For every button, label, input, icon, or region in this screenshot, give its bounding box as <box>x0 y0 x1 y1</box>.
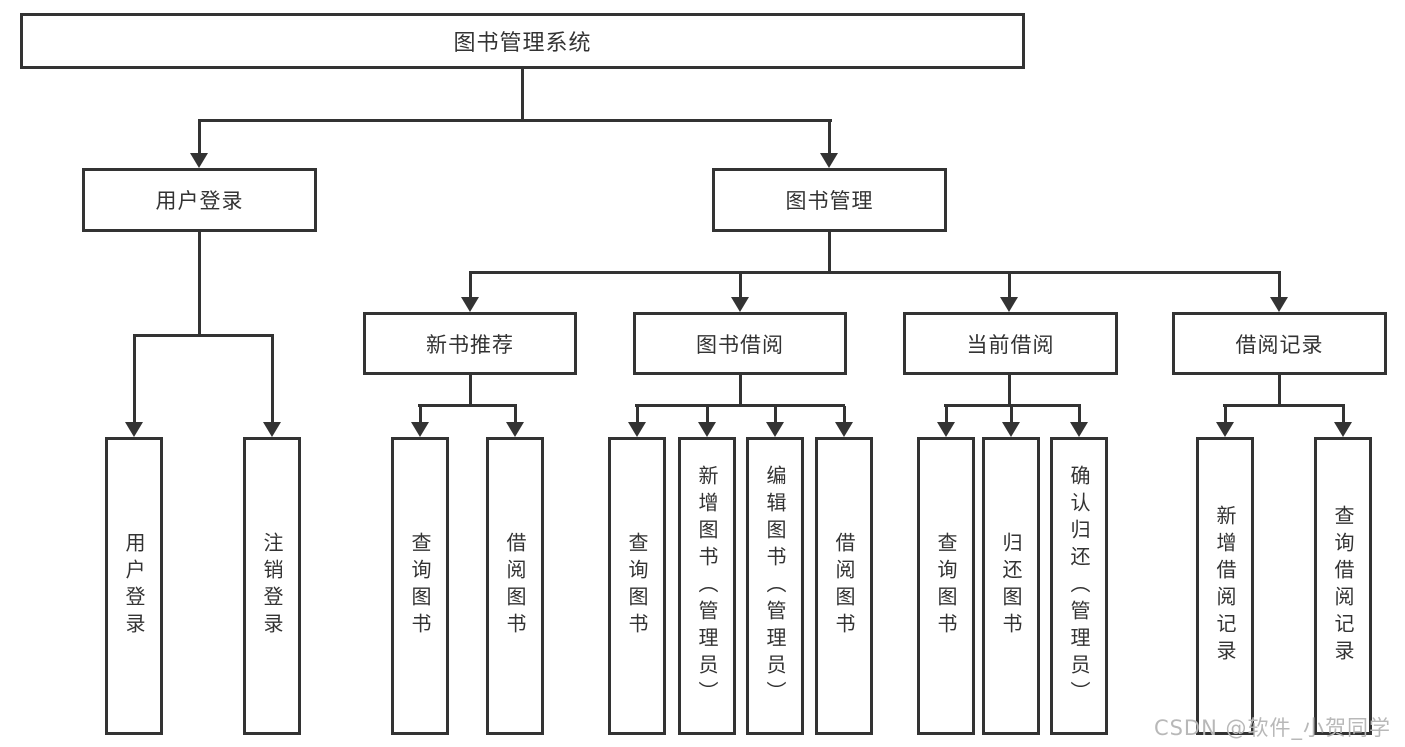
arrowhead-book-borrow-icon <box>731 297 749 312</box>
node-label: 当前借阅 <box>966 332 1055 357</box>
connector-borrow-record-horizontal <box>1223 404 1345 407</box>
arrowhead-icon <box>698 422 716 437</box>
leaf-label: 注销登录 <box>260 532 284 640</box>
leaf-borrow-books-borrowing: 借阅图书 <box>815 437 873 735</box>
leaf-label: 归还图书 <box>999 532 1023 640</box>
connector-arrow <box>1010 406 1013 423</box>
connector-arrow-leaf-login <box>133 336 136 423</box>
connector-arrow <box>1342 406 1345 423</box>
connector-arrow-book-borrow <box>739 273 742 298</box>
connector-book-mgmt-horizontal <box>469 271 1281 274</box>
connector-user-login-stub <box>198 232 201 336</box>
connector-arrow-leaf-logout <box>271 336 274 423</box>
leaf-label: 新增借阅记录 <box>1213 505 1237 667</box>
connector-arrow <box>514 406 517 423</box>
connector-borrow-record-stub <box>1278 375 1281 406</box>
node-label: 图书管理 <box>785 189 874 213</box>
connector-arrow <box>636 406 639 423</box>
arrowhead-new-book-icon <box>461 297 479 312</box>
arrowhead-icon <box>766 422 784 437</box>
arrowhead-current-borrow-icon <box>1000 297 1018 312</box>
node-label: 图书借阅 <box>696 332 784 357</box>
leaf-borrow-books-recommend: 借阅图书 <box>486 437 544 735</box>
connector-user-login-horizontal <box>133 334 274 337</box>
connector-book-mgmt-stub <box>828 232 831 273</box>
arrowhead-leaf-login-icon <box>125 422 143 437</box>
leaf-label: 查询图书 <box>625 532 649 640</box>
arrowhead-icon <box>835 422 853 437</box>
arrowhead-leaf-logout-icon <box>263 422 281 437</box>
connector-arrow-book-mgmt <box>828 120 831 154</box>
node-library-management-system: 图书管理系统 <box>20 13 1025 69</box>
node-label: 图书管理系统 <box>453 31 592 56</box>
connector-arrow <box>945 406 948 423</box>
leaf-add-borrow-record: 新增借阅记录 <box>1196 437 1254 735</box>
leaf-label: 查询借阅记录 <box>1331 505 1355 667</box>
node-label: 用户登录 <box>155 189 244 213</box>
leaf-logout: 注销登录 <box>243 437 301 735</box>
leaf-edit-books-admin: 编辑图书（管理员） <box>746 437 804 735</box>
leaf-label: 用户登录 <box>122 532 146 640</box>
leaf-query-borrow-record: 查询借阅记录 <box>1314 437 1372 735</box>
leaf-label: 确认归还（管理员） <box>1067 464 1091 708</box>
leaf-add-books-admin: 新增图书（管理员） <box>678 437 736 735</box>
arrowhead-icon <box>411 422 429 437</box>
connector-arrow-user-login <box>198 120 201 154</box>
leaf-label: 编辑图书（管理员） <box>763 464 787 708</box>
node-book-management: 图书管理 <box>712 168 947 232</box>
connector-root-horizontal <box>198 119 832 122</box>
leaf-label: 新增图书（管理员） <box>695 464 719 708</box>
connector-root-stub <box>521 69 524 120</box>
node-book-borrowing: 图书借阅 <box>633 312 847 375</box>
connector-book-borrow-stub <box>739 375 742 406</box>
node-borrowing-records: 借阅记录 <box>1172 312 1387 375</box>
arrowhead-icon <box>1002 422 1020 437</box>
csdn-watermark: CSDN @软件_小贺同学 <box>1153 716 1391 740</box>
connector-arrow-borrow-record <box>1278 273 1281 298</box>
arrowhead-icon <box>506 422 524 437</box>
connector-arrow <box>419 406 422 423</box>
node-user-login: 用户登录 <box>82 168 317 232</box>
connector-current-borrow-horizontal <box>944 404 1081 407</box>
leaf-return-books: 归还图书 <box>982 437 1040 735</box>
leaf-confirm-return-admin: 确认归还（管理员） <box>1050 437 1108 735</box>
arrowhead-icon <box>937 422 955 437</box>
arrowhead-icon <box>1334 422 1352 437</box>
node-current-borrowing: 当前借阅 <box>903 312 1118 375</box>
connector-arrow-new-book <box>469 273 472 298</box>
connector-new-book-stub <box>469 375 472 406</box>
arrowhead-icon <box>1070 422 1088 437</box>
connector-arrow <box>1078 406 1081 423</box>
connector-current-borrow-stub <box>1008 375 1011 406</box>
leaf-label: 查询图书 <box>934 532 958 640</box>
node-new-book-recommend: 新书推荐 <box>363 312 577 375</box>
connector-arrow <box>843 406 846 423</box>
connector-arrow <box>1224 406 1227 423</box>
arrowhead-borrow-record-icon <box>1270 297 1288 312</box>
leaf-query-books-borrowing: 查询图书 <box>608 437 666 735</box>
leaf-user-login: 用户登录 <box>105 437 163 735</box>
connector-arrow <box>774 406 777 423</box>
arrowhead-user-login-icon <box>190 153 208 168</box>
arrowhead-icon <box>628 422 646 437</box>
node-label: 新书推荐 <box>426 332 514 357</box>
node-label: 借阅记录 <box>1235 332 1324 357</box>
arrowhead-icon <box>1216 422 1234 437</box>
leaf-label: 查询图书 <box>408 532 432 640</box>
arrowhead-book-mgmt-icon <box>820 153 838 168</box>
connector-new-book-horizontal <box>418 404 517 407</box>
leaf-label: 借阅图书 <box>503 532 527 640</box>
connector-book-borrow-horizontal <box>635 404 845 407</box>
leaf-query-books-current: 查询图书 <box>917 437 975 735</box>
connector-arrow <box>706 406 709 423</box>
leaf-label: 借阅图书 <box>832 532 856 640</box>
leaf-query-books-recommend: 查询图书 <box>391 437 449 735</box>
connector-arrow-current-borrow <box>1008 273 1011 298</box>
